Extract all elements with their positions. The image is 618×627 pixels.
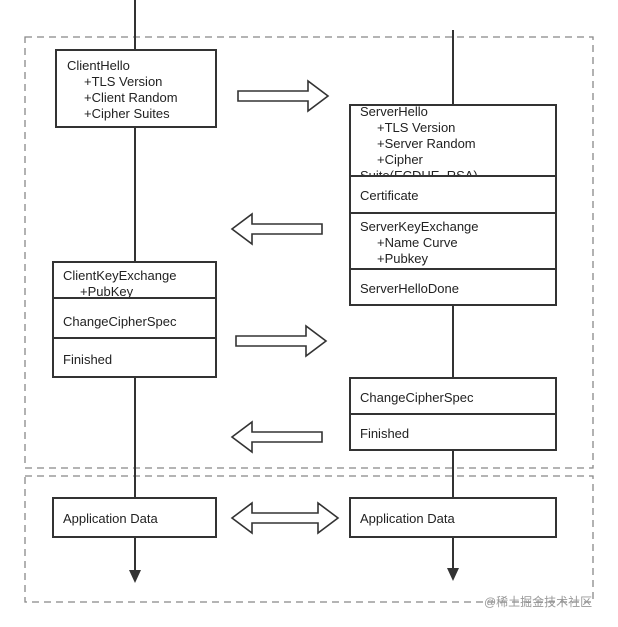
server-lifeline-arrowhead (447, 568, 459, 581)
server-hello-done-label: ServerHelloDone (360, 281, 459, 296)
server-hello-field: +Server Random (377, 136, 476, 151)
client-application-data-box: Application Data (52, 497, 217, 538)
server-hello-title: ServerHello (360, 104, 428, 119)
watermark: @稀土掘金技术社区 (484, 594, 592, 609)
double-arrow-icon (230, 501, 340, 535)
client-hello-field: +Cipher Suites (84, 106, 170, 121)
arrow-right-icon (235, 324, 328, 358)
application-data-region (24, 475, 594, 603)
server-application-data-box: Application Data (349, 497, 557, 538)
client-key-exchange-title: ClientKeyExchange (63, 268, 176, 283)
client-key-exchange-field: +PubKey (80, 284, 134, 299)
server-key-exchange-field: +Pubkey (377, 251, 428, 266)
server-hello-field: +TLS Version (377, 120, 455, 135)
server-key-exchange-field: +Name Curve (377, 235, 458, 250)
client-change-cipher-spec-label: ChangeCipherSpec (63, 314, 177, 329)
arrow-left-icon (230, 420, 323, 454)
server-change-cipher-spec-group: ChangeCipherSpec Finished (349, 377, 557, 451)
server-hello-field: +Cipher (377, 152, 424, 167)
client-hello-field: +Client Random (84, 90, 178, 105)
handshake-region (24, 36, 594, 469)
arrow-left-icon (230, 212, 323, 246)
client-application-data-label: Application Data (63, 511, 158, 526)
server-finished-label: Finished (360, 426, 409, 441)
client-finished-label: Finished (63, 352, 112, 367)
client-hello-title: ClientHello (67, 58, 130, 73)
server-hello-field: Suite(ECDHE_RSA) (360, 168, 478, 183)
server-application-data-label: Application Data (360, 511, 455, 526)
client-hello-box: ClientHello +TLS Version +Client Random … (55, 49, 217, 128)
server-change-cipher-spec-label: ChangeCipherSpec (360, 390, 474, 405)
arrow-right-icon (237, 79, 330, 113)
client-key-exchange-group: ClientKeyExchange +PubKey ChangeCipherSp… (52, 261, 217, 378)
client-lifeline-arrowhead (129, 570, 141, 583)
certificate-label: Certificate (360, 188, 419, 203)
server-key-exchange-title: ServerKeyExchange (360, 219, 479, 234)
server-hello-group: ServerHello +TLS Version +Server Random … (349, 104, 557, 306)
client-hello-field: +TLS Version (84, 74, 162, 89)
